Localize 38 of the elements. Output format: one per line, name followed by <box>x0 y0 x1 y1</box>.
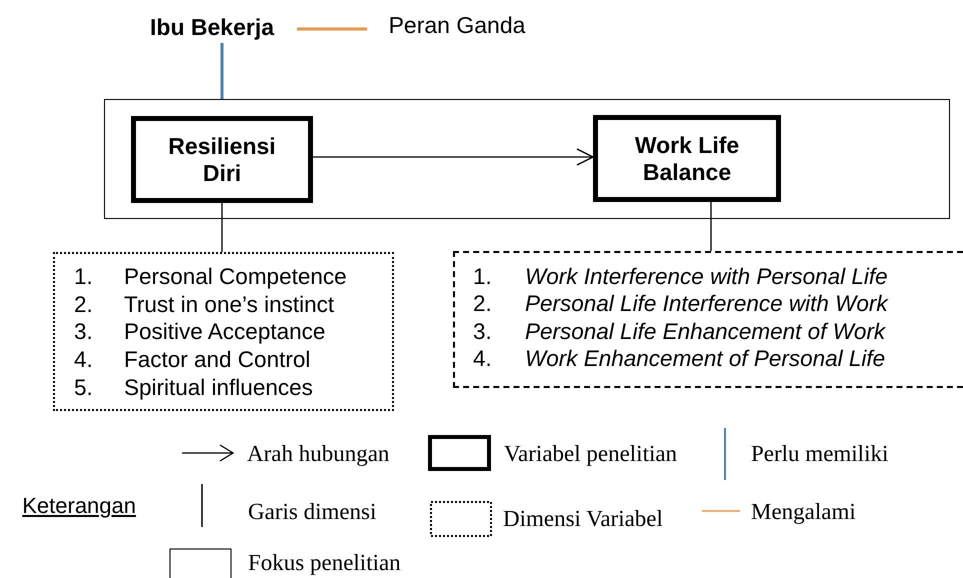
connector-line <box>221 203 223 252</box>
list-item: Personal Life Interference with Work <box>525 291 888 318</box>
connector-line <box>220 43 224 99</box>
list-number: 4. <box>74 346 94 373</box>
legend-label: Perlu memiliki <box>751 442 888 465</box>
list-number: 5. <box>74 374 94 401</box>
list-number: 3. <box>74 319 94 346</box>
connector-line <box>297 28 367 30</box>
variable-box: Work Life Balance <box>593 115 781 202</box>
focus-frame <box>104 99 950 219</box>
legend-heading: Keterangan <box>21 493 136 519</box>
legend-label: Fokus penelitian <box>248 551 401 574</box>
legend-label: Arah hubungan <box>247 442 390 465</box>
dimension-box <box>53 252 394 411</box>
list-number: 1. <box>74 264 94 290</box>
legend-label: Variabel penelitian <box>504 442 678 465</box>
node-label: Ibu Bekerja <box>146 13 278 41</box>
list-item: Personal Life Enhancement of Work <box>525 318 887 345</box>
legend-label: Mengalami <box>751 500 856 523</box>
list-number: 2. <box>74 292 94 318</box>
list-item: Work Interference with Personal Life <box>525 264 888 290</box>
list-item: Personal Competence <box>124 264 347 290</box>
list-number: 4. <box>473 346 493 372</box>
legend-label: Garis dimensi <box>248 500 376 523</box>
list-item: Factor and Control <box>124 346 312 373</box>
dimension-box <box>453 251 963 388</box>
node-label: Peran Ganda <box>384 11 530 39</box>
list-number: 3. <box>473 318 493 345</box>
list-item: Positive Acceptance <box>124 319 326 346</box>
variable-box: Resiliensi Diri <box>131 116 313 203</box>
list-number: 2. <box>473 291 493 318</box>
list-item: Spiritual influences <box>124 374 314 401</box>
connector-line <box>710 202 712 251</box>
list-number: 1. <box>473 264 493 290</box>
list-item: Trust in one’s instinct <box>124 292 336 318</box>
arrow <box>313 148 594 166</box>
legend-label: Dimensi Variabel <box>503 507 663 530</box>
list-item: Work Enhancement of Personal Life <box>525 346 886 372</box>
